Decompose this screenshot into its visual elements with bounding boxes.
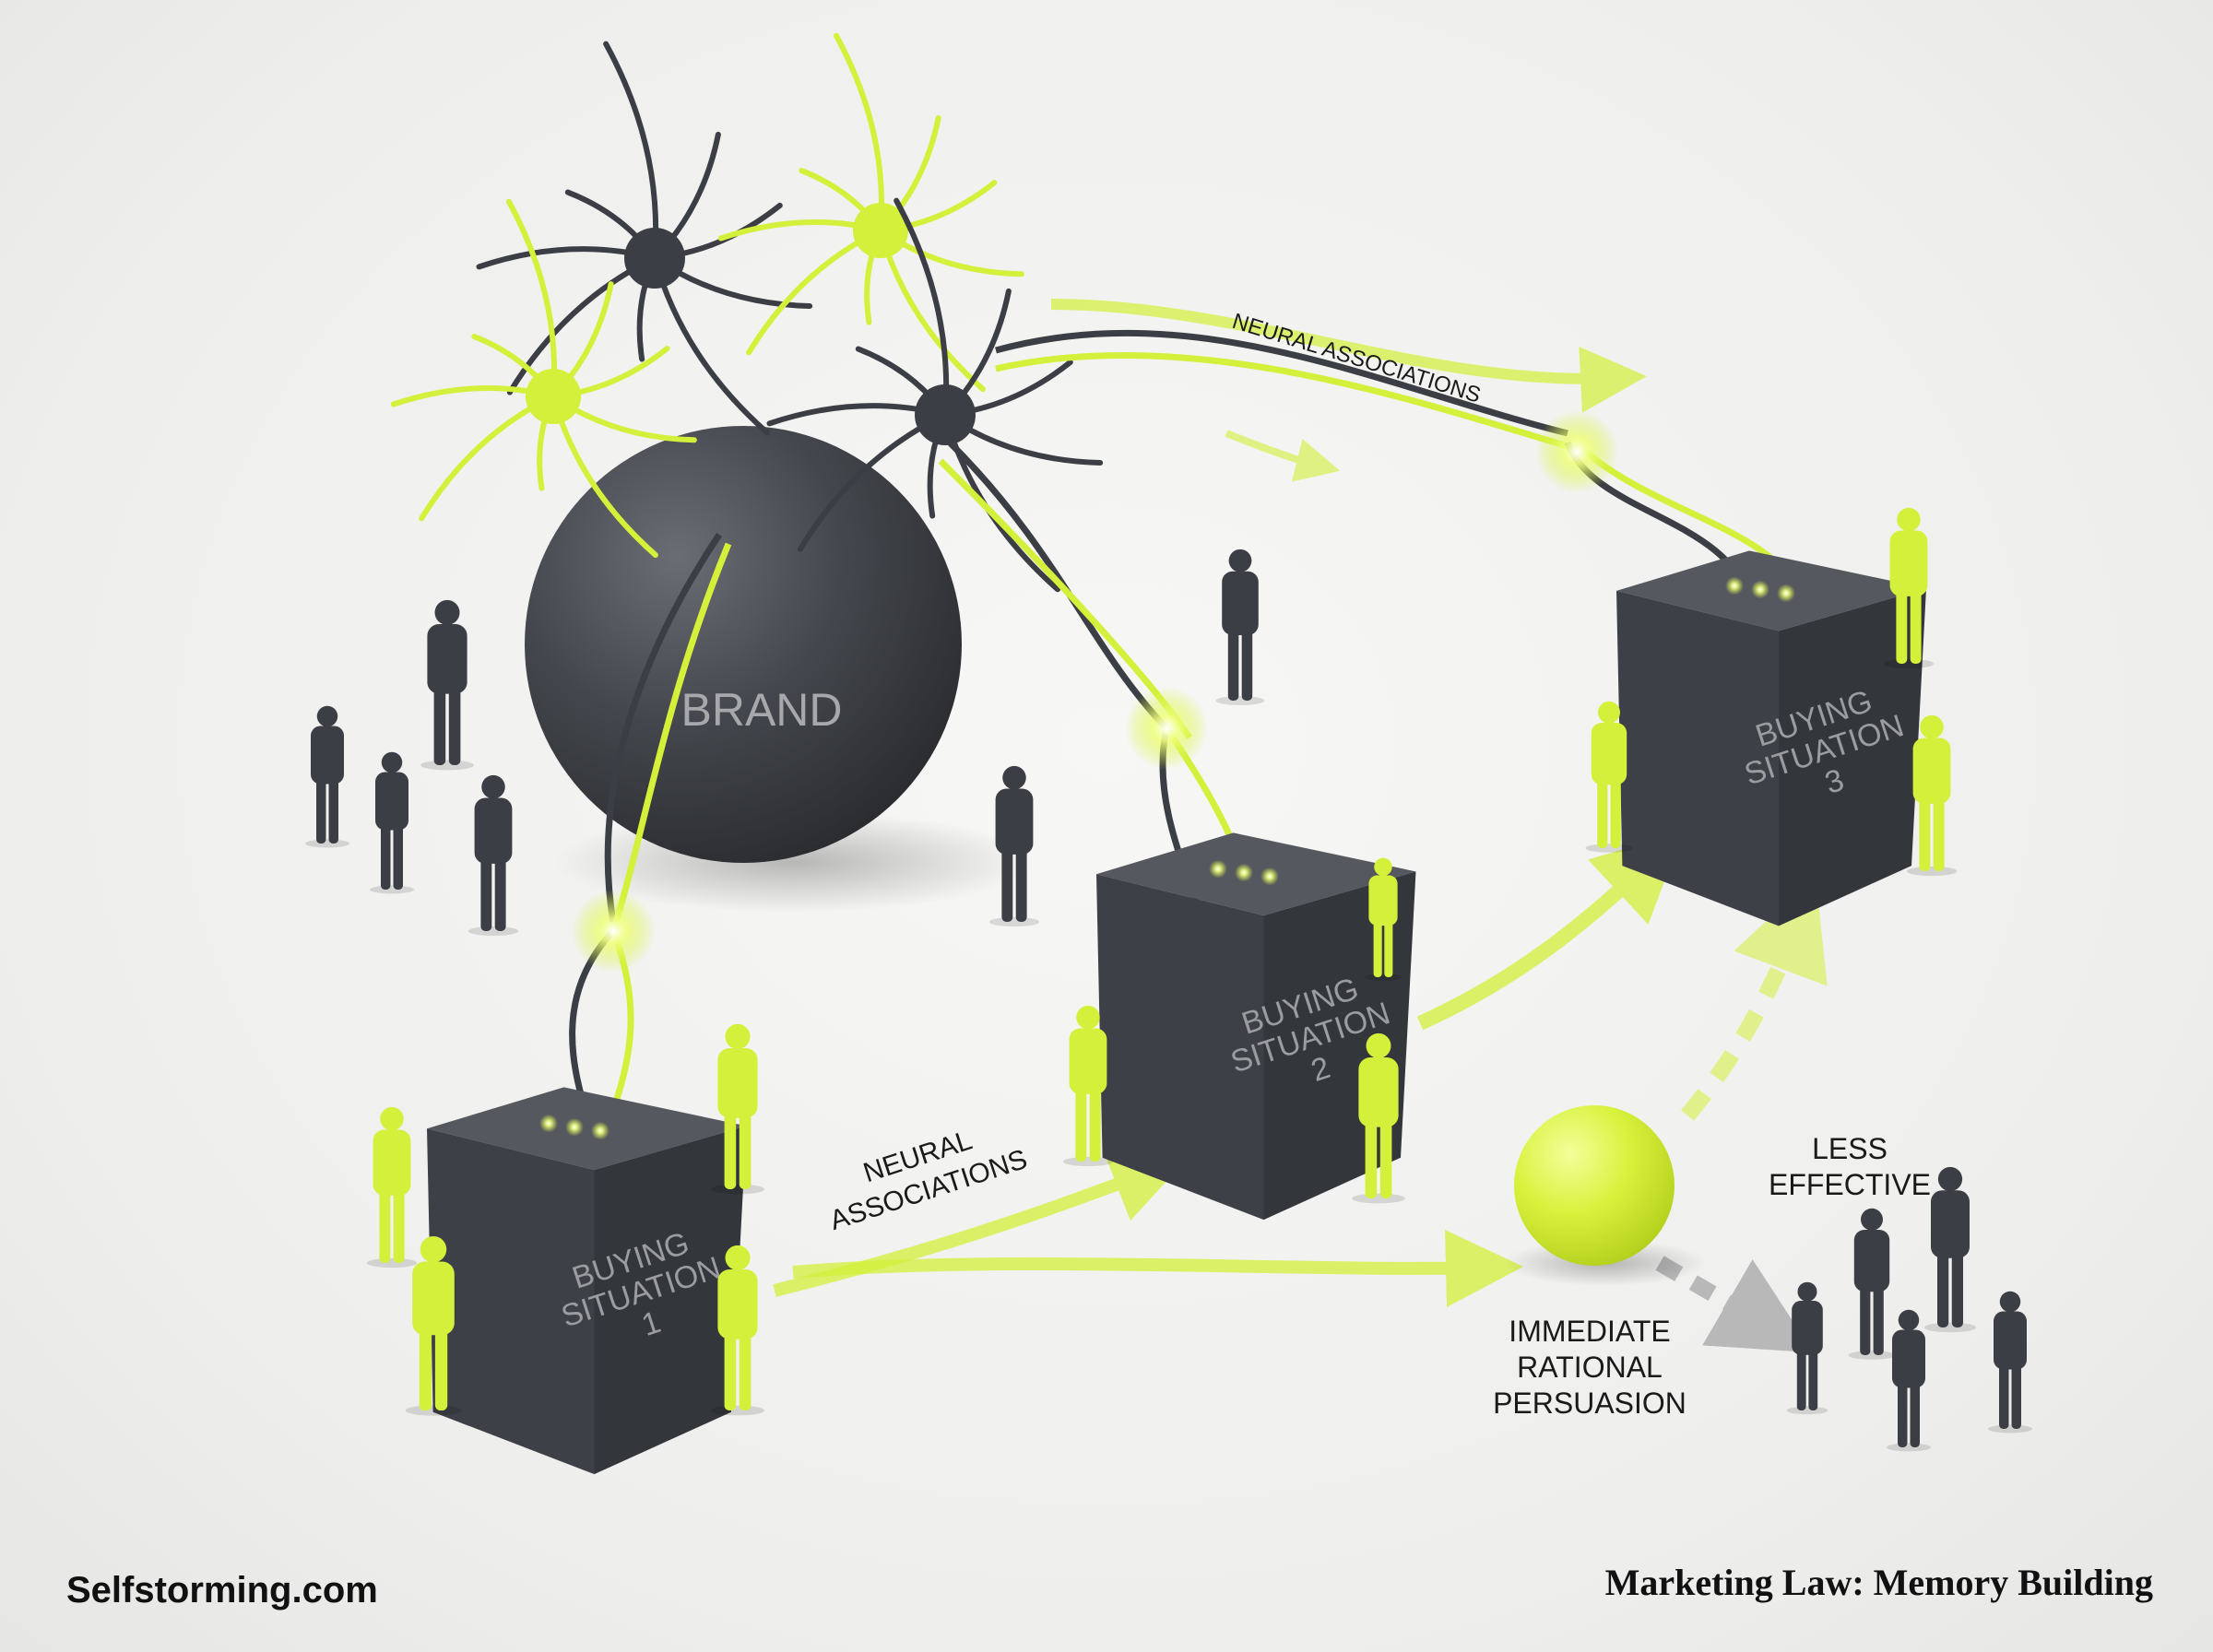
glow-dot [565, 1117, 584, 1137]
less-effective-label: LESS EFFECTIVE [1769, 1132, 1931, 1201]
people-figures [305, 507, 2032, 1452]
dark-person-figure [420, 599, 474, 771]
dark-neuron [476, 41, 813, 436]
rational-persuasion-sphere [1514, 1105, 1675, 1266]
association-strand-lime [609, 542, 732, 933]
lime-person-figure [1906, 714, 1958, 877]
lime-person-figure [1352, 1032, 1405, 1204]
dark-person-figure [1848, 1208, 1896, 1360]
arrow-cube2-to-cube3 [1416, 832, 1684, 1031]
glow-dot [539, 1114, 558, 1133]
association-strand-lime [995, 351, 1587, 455]
glow-dot [591, 1121, 609, 1140]
brand-label: BRAND [680, 684, 842, 736]
synapse-glow [1535, 410, 1618, 493]
neural-associations-bottom-label: NEURAL ASSOCIATIONS [826, 1125, 1031, 1236]
dark-person-figure [1924, 1166, 1976, 1333]
dark-person-figure [370, 751, 414, 894]
label-line: LESS [1812, 1132, 1888, 1165]
footer-title: Marketing Law: Memory Building [1605, 1562, 2153, 1603]
immediate-rational-persuasion-label: IMMEDIATE RATIONAL PERSUASION [1493, 1315, 1686, 1420]
brand-sphere [525, 426, 962, 863]
arrow-cube1-to-sphere [792, 1230, 1523, 1307]
dark-person-figure [1215, 549, 1265, 705]
dark-neuron [766, 197, 1104, 593]
glow-dot [1751, 580, 1769, 599]
dark-person-figure [1786, 1281, 1828, 1415]
synapse-glow [1125, 687, 1208, 770]
lime-person-figure [1883, 507, 1935, 669]
label-line: PERSUASION [1493, 1386, 1686, 1420]
label-line: RATIONAL [1517, 1351, 1663, 1384]
lime-person-figure [1585, 701, 1633, 853]
dark-person-figure [988, 765, 1040, 927]
lime-person-figure [405, 1235, 462, 1416]
glow-dot [1235, 863, 1253, 882]
dark-person-figure [1887, 1309, 1931, 1452]
neural-associations-top-label: NEURAL ASSOCIATIONS [1229, 309, 1484, 408]
synapse-glow [572, 890, 655, 973]
lime-neuron [717, 32, 1024, 393]
buying-situation-cubes: BUYINGSITUATION1BUYINGSITUATION2BUYINGSI… [427, 550, 1926, 1475]
lime-person-figure [366, 1106, 418, 1268]
glow-dot [1777, 584, 1795, 603]
arrow-neural-top-2 [1225, 430, 1341, 482]
association-strand-dark [995, 329, 1568, 437]
dark-person-figure [1988, 1291, 2032, 1434]
dark-person-figure [305, 705, 349, 848]
dark-person-figure [467, 774, 519, 937]
glow-dot [1209, 859, 1227, 879]
arrow-neural-top [1050, 299, 1647, 413]
association-strand-dark [604, 533, 722, 923]
label-line: EFFECTIVE [1769, 1168, 1931, 1201]
lime-person-figure [711, 1245, 764, 1416]
lime-person-figure [1062, 1005, 1114, 1167]
glow-dot [1725, 576, 1744, 596]
lime-neuron [390, 198, 697, 559]
lime-person-figure [711, 1023, 764, 1195]
glow-dot [1260, 867, 1279, 886]
site-logo[interactable]: Selfstorming.com [66, 1570, 378, 1611]
lime-person-figure [1364, 857, 1402, 981]
arrow-sphere-to-cube3-dashed [1681, 875, 1828, 1121]
label-line: IMMEDIATE [1509, 1315, 1670, 1348]
